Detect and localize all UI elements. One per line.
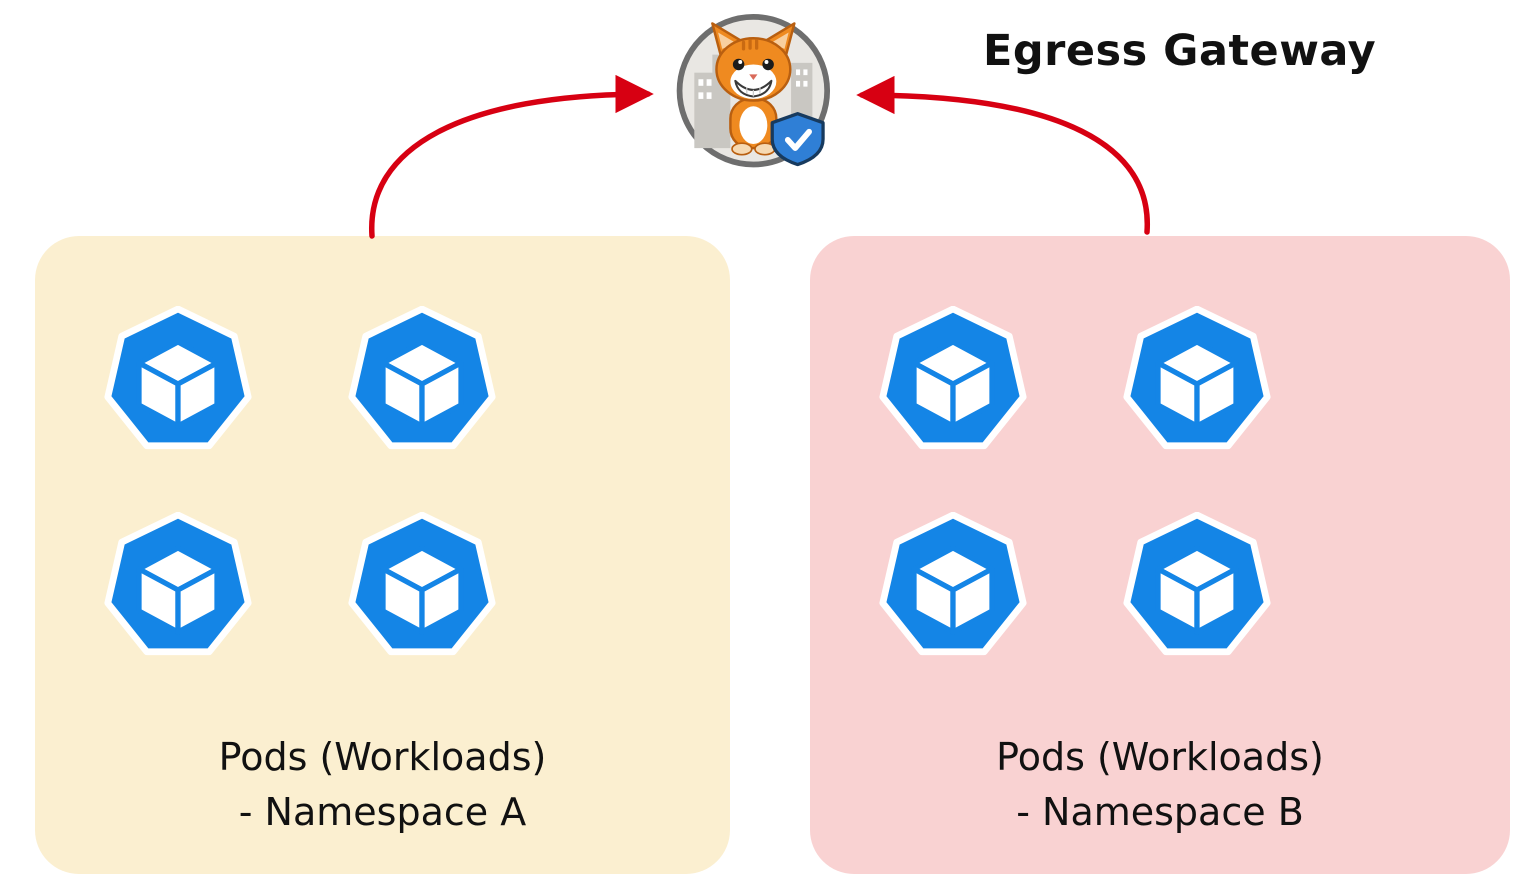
kubernetes-pod-icon (347, 512, 497, 662)
kubernetes-pod-icon (1122, 512, 1272, 662)
arrow-namespace-a-to-gateway (369, 74, 654, 239)
namespace-b-box: Pods (Workloads) - Namespace B (810, 236, 1510, 874)
namespace-b-label-line1: Pods (Workloads) (996, 734, 1324, 779)
cat-mascot-icon (711, 22, 802, 156)
namespace-b-label-line2: - Namespace B (1016, 789, 1304, 834)
kubernetes-pod-icon (1122, 306, 1272, 456)
arrow-namespace-b-to-gateway (856, 75, 1150, 235)
kubernetes-pod-icon (878, 306, 1028, 456)
egress-gateway-cat-icon (676, 14, 831, 168)
kubernetes-pod-icon (103, 512, 253, 662)
shield-check-icon (770, 112, 825, 167)
namespace-a-box: Pods (Workloads) - Namespace A (35, 236, 730, 874)
kubernetes-pod-icon (103, 306, 253, 456)
kubernetes-pod-icon (347, 306, 497, 456)
egress-gateway-node (673, 10, 837, 178)
namespace-a-label-line2: - Namespace A (238, 789, 527, 834)
namespace-b-label: Pods (Workloads) - Namespace B (810, 730, 1510, 840)
egress-gateway-title: Egress Gateway (983, 26, 1377, 76)
kubernetes-pod-icon (878, 512, 1028, 662)
namespace-a-label-line1: Pods (Workloads) (218, 734, 547, 779)
namespace-a-label: Pods (Workloads) - Namespace A (35, 730, 730, 840)
